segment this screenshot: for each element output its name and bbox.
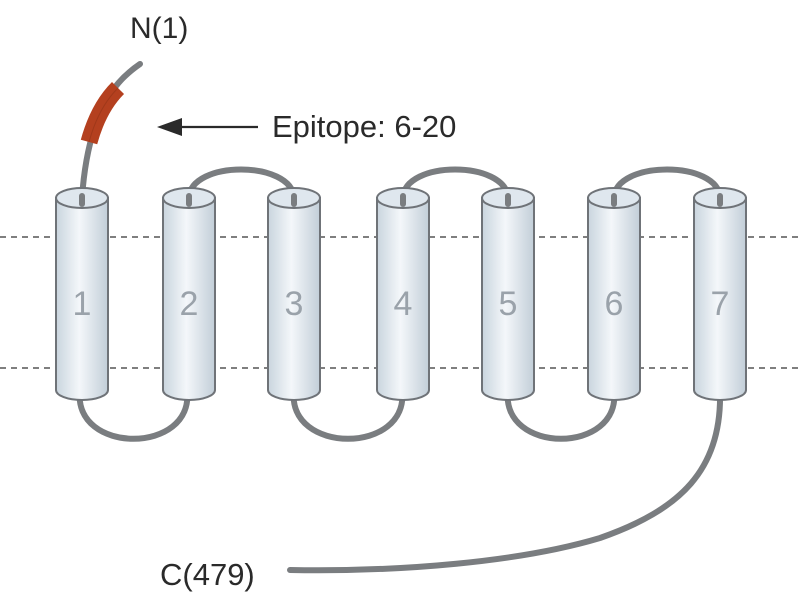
helix-number: 2 bbox=[180, 285, 199, 323]
c-terminal-tail bbox=[287, 389, 724, 574]
intracellular-loop-3 bbox=[504, 387, 618, 442]
helix-body bbox=[267, 197, 321, 401]
helix-4: 4 bbox=[376, 187, 430, 401]
extracellular-loop-2 bbox=[400, 166, 511, 201]
intracellular-loop-1 bbox=[76, 387, 191, 442]
helix-2: 2 bbox=[162, 187, 216, 401]
helix-body bbox=[55, 197, 109, 401]
helix-number: 4 bbox=[394, 285, 413, 323]
helix-6: 6 bbox=[587, 187, 641, 401]
helix-number: 6 bbox=[605, 285, 624, 323]
helix-body bbox=[693, 197, 747, 401]
helix-1: 1 bbox=[55, 187, 109, 401]
helix-body bbox=[162, 197, 216, 401]
helix-number: 7 bbox=[711, 285, 730, 323]
epitope-label: Epitope: 6-20 bbox=[272, 109, 456, 144]
extracellular-loop-3 bbox=[611, 166, 723, 201]
loops bbox=[76, 61, 724, 574]
helix-number: 5 bbox=[499, 285, 518, 323]
helix-body bbox=[376, 197, 430, 401]
helix-body bbox=[481, 197, 535, 401]
helix-5: 5 bbox=[481, 187, 535, 401]
epitope-segment-outline bbox=[88, 87, 119, 143]
helix-number: 3 bbox=[285, 285, 304, 323]
epitope-segment bbox=[80, 81, 125, 145]
transmembrane-helices: 1 2 3 4 5 6 7 bbox=[55, 187, 747, 401]
n-terminus-label: N(1) bbox=[130, 12, 188, 45]
helix-body bbox=[587, 197, 641, 401]
extracellular-loop-1 bbox=[186, 166, 297, 201]
helix-7: 7 bbox=[693, 187, 747, 401]
intracellular-loop-2 bbox=[290, 387, 406, 442]
epitope-arrow bbox=[157, 118, 258, 136]
c-terminus-label: C(479) bbox=[160, 557, 255, 592]
helix-number: 1 bbox=[73, 285, 92, 323]
helix-3: 3 bbox=[267, 187, 321, 401]
